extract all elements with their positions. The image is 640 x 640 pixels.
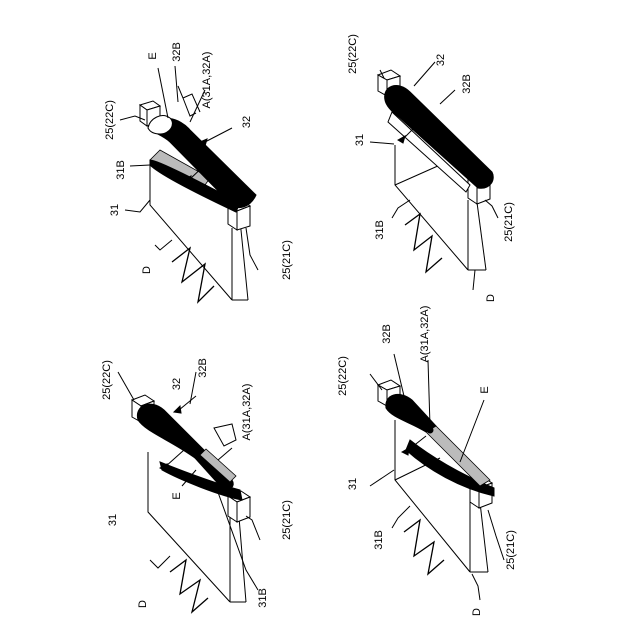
label-32: 32: [435, 54, 447, 66]
label-31: 31: [107, 514, 119, 526]
label-32: 32: [241, 116, 253, 128]
label-31: 31: [109, 204, 121, 216]
label-32: 32: [171, 378, 183, 390]
labels-top-right: 25(22C) 32 32B 31 31B 25(21C) D: [347, 34, 515, 302]
label-a: A(31A,32A): [201, 52, 213, 109]
label-25-21c: 25(21C): [503, 202, 515, 242]
label-31b: 31B: [374, 220, 386, 240]
label-25-21c: 25(21C): [281, 500, 293, 540]
label-31b: 31B: [115, 160, 127, 180]
label-d: D: [141, 266, 153, 274]
label-32b: 32B: [461, 74, 473, 94]
label-a: A(31A,32A): [241, 384, 253, 441]
panel-bottom-left: [118, 372, 260, 612]
label-a: A(31A,32A): [419, 306, 431, 363]
film-roll-32: [385, 86, 494, 189]
label-31: 31: [354, 134, 366, 146]
label-25-22c: 25(22C): [101, 360, 113, 400]
label-25-22c: 25(22C): [337, 356, 349, 396]
label-25-22c: 25(22C): [347, 34, 359, 74]
label-d: D: [485, 294, 497, 302]
label-32b: 32B: [381, 324, 393, 344]
label-25-21c: 25(21C): [505, 530, 517, 570]
label-e: E: [147, 52, 159, 59]
label-d: D: [137, 600, 149, 608]
panel-top-right: [370, 62, 498, 290]
label-d: D: [471, 608, 483, 616]
label-e: E: [479, 386, 491, 393]
label-e: E: [171, 492, 183, 499]
label-25-22c: 25(22C): [104, 100, 116, 140]
contact-point-a: [427, 427, 433, 433]
label-31b: 31B: [257, 588, 269, 608]
label-31b: 31B: [373, 530, 385, 550]
label-32b: 32B: [197, 358, 209, 378]
film-32: [386, 394, 436, 432]
film-32: [137, 404, 206, 458]
label-31: 31: [347, 478, 359, 490]
label-25-21c: 25(21C): [281, 240, 293, 280]
label-32b: 32B: [171, 42, 183, 62]
